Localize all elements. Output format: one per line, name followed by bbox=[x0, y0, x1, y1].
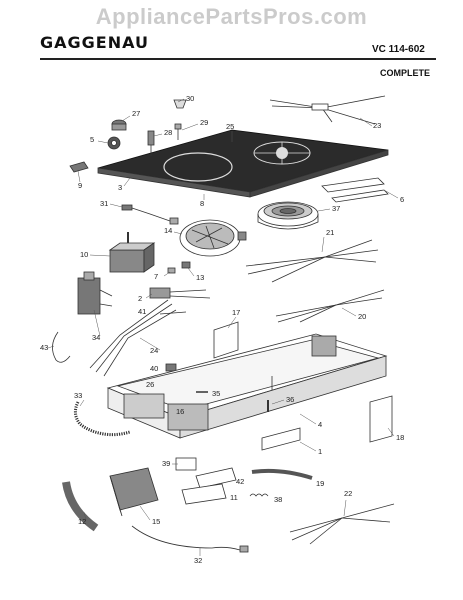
part-label: 23 bbox=[373, 121, 381, 130]
brand-logo: GAGGENAU bbox=[40, 33, 149, 52]
gasket-19 bbox=[251, 468, 313, 480]
header-rule bbox=[40, 58, 436, 60]
part-label: 41 bbox=[138, 307, 146, 316]
gasket-12 bbox=[62, 481, 99, 532]
sensor-wire-31 bbox=[121, 204, 179, 225]
part-label: 42 bbox=[236, 477, 244, 486]
switch-assembly-34 bbox=[77, 271, 113, 315]
part-label: 13 bbox=[196, 273, 204, 282]
part-label: 17 bbox=[232, 308, 240, 317]
part-label: 35 bbox=[212, 389, 220, 398]
part-label: 19 bbox=[316, 479, 324, 488]
wire-harness-22 bbox=[289, 503, 395, 545]
part-label: 25 bbox=[226, 122, 234, 131]
part-label: 20 bbox=[358, 312, 366, 321]
bracket-1 bbox=[261, 427, 301, 451]
part-label: 18 bbox=[396, 433, 404, 442]
part-label: 28 bbox=[164, 128, 172, 137]
wire-harness-24 bbox=[89, 299, 177, 377]
bracket-9 bbox=[69, 161, 89, 173]
part-label: 29 bbox=[200, 118, 208, 127]
wire-43 bbox=[52, 331, 71, 363]
part-label: 12 bbox=[78, 517, 86, 526]
bracket-17 bbox=[213, 321, 239, 359]
part-label: 5 bbox=[90, 135, 94, 144]
terminal-block-2 bbox=[149, 287, 211, 315]
clip-13 bbox=[181, 261, 191, 269]
spring-38 bbox=[249, 493, 269, 497]
coiled-cable-33 bbox=[73, 401, 131, 437]
part-label: 27 bbox=[132, 109, 140, 118]
part-label: 6 bbox=[400, 195, 404, 204]
part-label: 43 bbox=[40, 343, 48, 352]
block-15 bbox=[109, 467, 159, 517]
part-number-labels: 30 27 28 29 25 23 5 9 3 8 6 31 37 14 21 … bbox=[40, 94, 404, 565]
diagram-subtitle: COMPLETE bbox=[380, 68, 431, 78]
radiant-heater-14 bbox=[179, 219, 247, 257]
side-panel-18 bbox=[369, 395, 393, 443]
model-number: VC 114-602 bbox=[372, 44, 425, 55]
energy-regulator-10 bbox=[108, 232, 156, 273]
part-label: 24 bbox=[150, 346, 158, 355]
heating-element-37 bbox=[257, 201, 319, 230]
part-label: 37 bbox=[332, 204, 340, 213]
part-label: 32 bbox=[194, 556, 202, 565]
part-label: 34 bbox=[92, 333, 100, 342]
part-label: 22 bbox=[344, 489, 352, 498]
part-label: 9 bbox=[78, 181, 82, 190]
part-40 bbox=[165, 363, 177, 372]
part-label: 39 bbox=[162, 459, 170, 468]
part-label: 3 bbox=[118, 183, 122, 192]
cooktop-glass bbox=[97, 129, 389, 198]
part-label: 10 bbox=[80, 250, 88, 259]
wire-harness-23 bbox=[269, 95, 386, 125]
part-label: 26 bbox=[146, 380, 154, 389]
part-label: 8 bbox=[200, 199, 204, 208]
watermark: AppliancePartsPros.com bbox=[95, 4, 368, 29]
part-label: 36 bbox=[286, 395, 294, 404]
part-label: 2 bbox=[138, 294, 142, 303]
wire-harness-21 bbox=[245, 239, 379, 283]
part-label: 31 bbox=[100, 199, 108, 208]
part-label: 30 bbox=[186, 94, 194, 103]
part-label: 40 bbox=[150, 364, 158, 373]
part-label: 4 bbox=[318, 420, 322, 429]
part-label: 21 bbox=[326, 228, 334, 237]
part-11 bbox=[181, 483, 227, 505]
part-label: 14 bbox=[164, 226, 172, 235]
part-label: 33 bbox=[74, 391, 82, 400]
part-39 bbox=[175, 457, 197, 471]
part-label: 1 bbox=[318, 447, 322, 456]
part-label: 38 bbox=[274, 495, 282, 504]
housing-tray-4 bbox=[106, 333, 388, 439]
part-label: 16 bbox=[176, 407, 184, 416]
part-label: 15 bbox=[152, 517, 160, 526]
part-42 bbox=[195, 467, 237, 489]
trim-strip-6 bbox=[321, 177, 385, 193]
wire-32 bbox=[131, 525, 249, 553]
part-label: 7 bbox=[154, 272, 158, 281]
wire-harness-20 bbox=[275, 289, 385, 323]
clip-7 bbox=[167, 267, 176, 274]
part-label: 11 bbox=[230, 493, 238, 502]
leader-lines bbox=[47, 98, 399, 556]
